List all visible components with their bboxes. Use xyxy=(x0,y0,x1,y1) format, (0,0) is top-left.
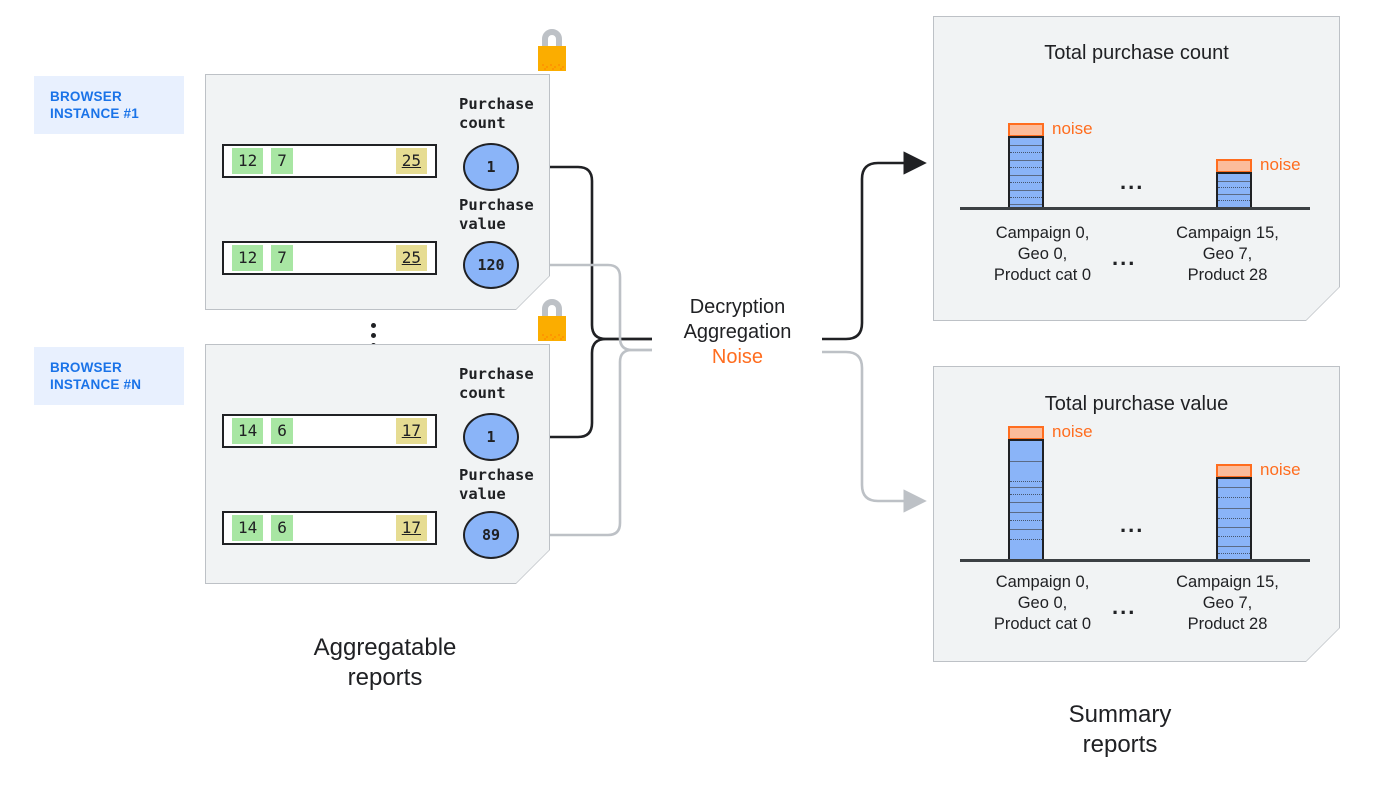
chart-title-count: Total purchase count xyxy=(1044,42,1229,64)
chart-ellipsis-value: ... xyxy=(1120,512,1145,537)
wire-value-to-summary xyxy=(822,350,927,513)
report-row: 12 7 25 xyxy=(222,144,437,178)
process-line-aggregation: Aggregation xyxy=(683,321,792,343)
report-row: 14 6 17 xyxy=(222,511,437,545)
bar-body-count-0 xyxy=(1008,136,1044,209)
chart-title-value: Total purchase value xyxy=(1044,393,1229,415)
category-ellipsis-count: ... xyxy=(1112,245,1137,270)
metric-circle-purchase-count: 1 xyxy=(463,413,519,461)
category-label-value-1: Campaign 15, Geo 7, Product 28 xyxy=(1176,573,1279,633)
chart-axis-value xyxy=(960,559,1310,562)
report-cell-geo: 6 xyxy=(271,418,293,444)
metric-circle-purchase-count: 1 xyxy=(463,143,519,191)
category-label-count-1: Campaign 15, Geo 7, Product 28 xyxy=(1176,224,1279,284)
report-cell-geo: 7 xyxy=(271,245,293,271)
bar-body-count-1 xyxy=(1216,172,1252,209)
bar-body-value-1 xyxy=(1216,477,1252,561)
summary-card-purchase-value xyxy=(933,366,1340,662)
report-cell-value: 25 xyxy=(395,148,427,174)
bar-noise-value-1 xyxy=(1216,464,1252,478)
noise-label-value-1: noise xyxy=(1260,460,1301,479)
report-cell-campaign: 12 xyxy=(232,148,264,174)
report-cell-value: 25 xyxy=(395,245,427,271)
report-row: 12 7 25 xyxy=(222,241,437,275)
category-ellipsis-value: ... xyxy=(1112,594,1137,619)
noise-label-count-1: noise xyxy=(1260,155,1301,174)
report-cell-campaign: 14 xyxy=(232,418,264,444)
report-cell-campaign: 12 xyxy=(232,245,264,271)
wire-count-to-summary xyxy=(822,151,927,341)
aggregatable-reports-caption: Aggregatable reports xyxy=(313,634,457,691)
report-cell-geo: 6 xyxy=(271,515,293,541)
process-line-decryption: Decryption xyxy=(689,296,786,318)
bar-noise-count-1 xyxy=(1216,159,1252,173)
summary-card-purchase-count xyxy=(933,16,1340,321)
chart-plot-count: noise noise ... xyxy=(960,100,1320,212)
metric-label-purchase-count: Purchase count xyxy=(459,95,534,132)
noise-label-count-0: noise xyxy=(1052,119,1093,138)
bar-noise-count-0 xyxy=(1008,123,1044,137)
lock-icon xyxy=(534,24,570,76)
noise-label-value-0: noise xyxy=(1052,422,1093,441)
report-cell-campaign: 14 xyxy=(232,515,264,541)
lock-icon xyxy=(534,294,570,346)
metric-label-purchase-count: Purchase count xyxy=(459,365,534,402)
process-line-noise: Noise xyxy=(711,346,764,368)
metric-circle-purchase-value: 89 xyxy=(463,511,519,559)
summary-reports-caption: Summary reports xyxy=(1068,701,1172,758)
report-cell-geo: 7 xyxy=(271,148,293,174)
bar-noise-value-0 xyxy=(1008,426,1044,440)
category-label-value-0: Campaign 0, Geo 0, Product cat 0 xyxy=(993,573,1092,633)
bar-body-value-0 xyxy=(1008,439,1044,561)
report-cell-value: 17 xyxy=(395,418,427,444)
metric-label-purchase-value: Purchase value xyxy=(459,466,534,503)
chart-ellipsis-count: ... xyxy=(1120,169,1145,194)
chart-axis-count xyxy=(960,207,1310,210)
report-row: 14 6 17 xyxy=(222,414,437,448)
report-cell-value: 17 xyxy=(395,515,427,541)
metric-label-purchase-value: Purchase value xyxy=(459,196,534,233)
browser-instance-badge-1: BROWSER INSTANCE #1 xyxy=(34,76,184,134)
category-label-count-0: Campaign 0, Geo 0, Product cat 0 xyxy=(993,224,1092,284)
chart-plot-value: noise noise ... xyxy=(960,420,1320,570)
metric-circle-purchase-value: 120 xyxy=(463,241,519,289)
browser-instance-badge-n: BROWSER INSTANCE #N xyxy=(34,347,184,405)
process-label: Decryption Aggregation Noise xyxy=(655,295,820,370)
